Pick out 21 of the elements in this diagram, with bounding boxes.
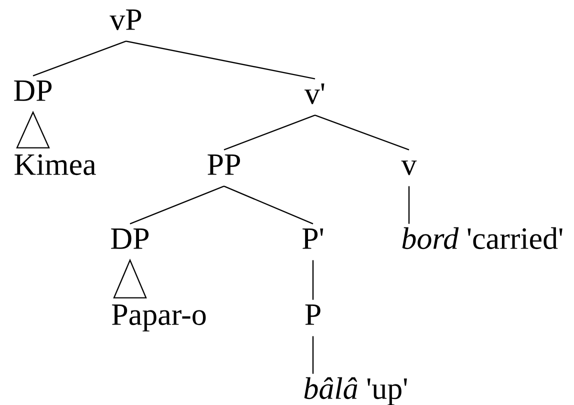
tree-label: Papar-o [112, 304, 206, 332]
tree-branch [224, 114, 316, 150]
tree-branch [130, 186, 224, 224]
tree-label: DP [111, 228, 149, 249]
tree-branch [312, 260, 314, 300]
tree-branch [126, 40, 316, 80]
tree-branch [312, 336, 314, 374]
tree-branch [224, 186, 314, 224]
tree-label: vP [110, 10, 142, 30]
tree-label: bord 'carried' [402, 227, 562, 250]
tree-label: v' [304, 84, 324, 104]
tree-label: v [401, 160, 417, 176]
tree-label: DP [14, 80, 52, 101]
tree-branch [32, 40, 126, 76]
tree-label: P' [302, 228, 324, 249]
tree-branch [314, 114, 410, 150]
tree-label: bâlâ 'up' [304, 377, 407, 405]
tree-label: Kimea [14, 154, 96, 176]
tree-label: PP [208, 154, 240, 175]
tree-branch [408, 186, 410, 224]
tree-label: P [305, 304, 320, 325]
